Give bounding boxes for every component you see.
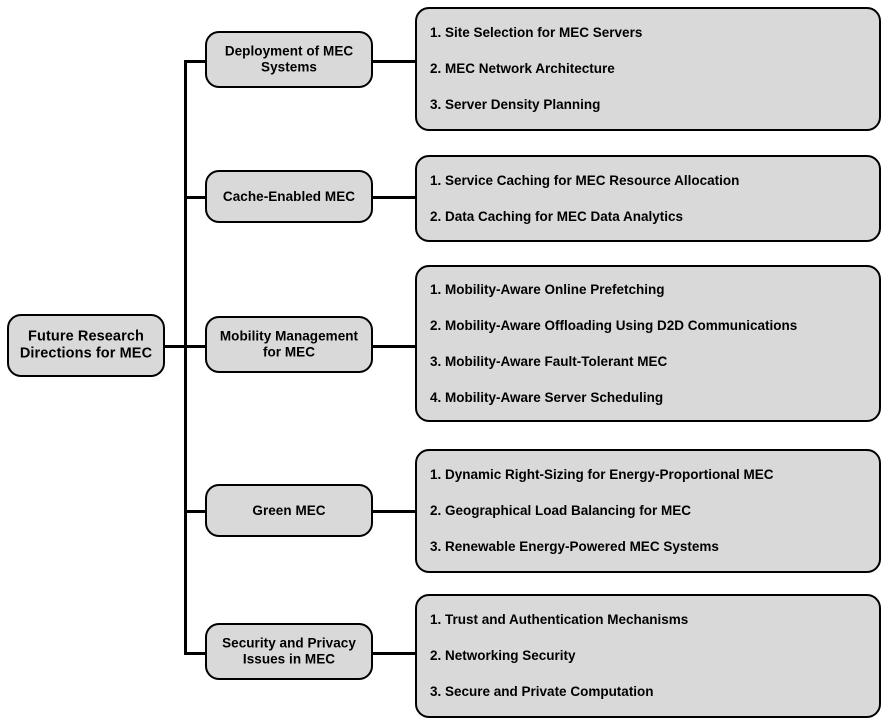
connector-category-to-detail-2 [371,196,417,199]
connector-category-to-detail-5 [371,652,417,655]
connector-trunk-to-category-3 [184,345,206,348]
connector-root-to-trunk [165,345,187,348]
category-node-green-mec[interactable]: Green MEC [205,484,373,537]
detail-box-green-mec: 1. Dynamic Right-Sizing for Energy-Propo… [415,449,881,573]
connector-trunk-to-category-2 [184,196,206,199]
detail-item: 3. Secure and Private Computation [430,684,654,700]
detail-item: 1. Trust and Authentication Mechanisms [430,612,689,628]
detail-item: 2. Geographical Load Balancing for MEC [430,503,692,519]
connector-trunk-to-category-4 [184,510,206,513]
detail-item: 1. Site Selection for MEC Servers [430,25,643,41]
detail-item: 3. Renewable Energy-Powered MEC Systems [430,539,719,555]
detail-item: 2. Data Caching for MEC Data Analytics [430,208,684,224]
category-node-label: Deployment of MEC Systems [224,43,354,75]
detail-box-deployment-of-mec-systems: 1. Site Selection for MEC Servers 2. MEC… [415,7,881,131]
connector-trunk-vertical [184,60,187,654]
category-node-deployment-of-mec-systems[interactable]: Deployment of MEC Systems [205,31,373,88]
category-node-mobility-management-for-mec[interactable]: Mobility Management for MEC [205,316,373,373]
detail-box-cache-enabled-mec: 1. Service Caching for MEC Resource Allo… [415,155,881,242]
detail-item: 2. Networking Security [430,648,576,664]
connector-trunk-to-category-5 [184,652,206,655]
detail-item: 3. Mobility-Aware Fault-Tolerant MEC [430,353,668,369]
detail-box-security-and-privacy-issues-in-mec: 1. Trust and Authentication Mechanisms 2… [415,594,881,718]
category-node-label: Mobility Management for MEC [219,328,359,360]
detail-item: 4. Mobility-Aware Server Scheduling [430,389,664,405]
category-node-label: Cache-Enabled MEC [222,188,356,204]
connector-category-to-detail-3 [371,345,417,348]
detail-item: 2. Mobility-Aware Offloading Using D2D C… [430,317,798,333]
root-node-future-research-directions[interactable]: Future Research Directions for MEC [7,314,165,377]
detail-item: 1. Mobility-Aware Online Prefetching [430,281,665,297]
detail-item: 2. MEC Network Architecture [430,61,615,77]
detail-item: 1. Dynamic Right-Sizing for Energy-Propo… [430,467,774,483]
connector-category-to-detail-4 [371,510,417,513]
category-node-cache-enabled-mec[interactable]: Cache-Enabled MEC [205,170,373,223]
detail-box-mobility-management-for-mec: 1. Mobility-Aware Online Prefetching 2. … [415,265,881,422]
detail-item: 3. Server Density Planning [430,97,601,113]
detail-item: 1. Service Caching for MEC Resource Allo… [430,172,740,188]
connector-trunk-to-category-1 [184,60,206,63]
category-node-security-and-privacy-issues-in-mec[interactable]: Security and Privacy Issues in MEC [205,623,373,680]
connector-category-to-detail-1 [371,60,417,63]
category-node-label: Green MEC [252,502,326,518]
category-node-label: Security and Privacy Issues in MEC [222,635,356,667]
root-node-label: Future Research Directions for MEC [19,327,153,362]
